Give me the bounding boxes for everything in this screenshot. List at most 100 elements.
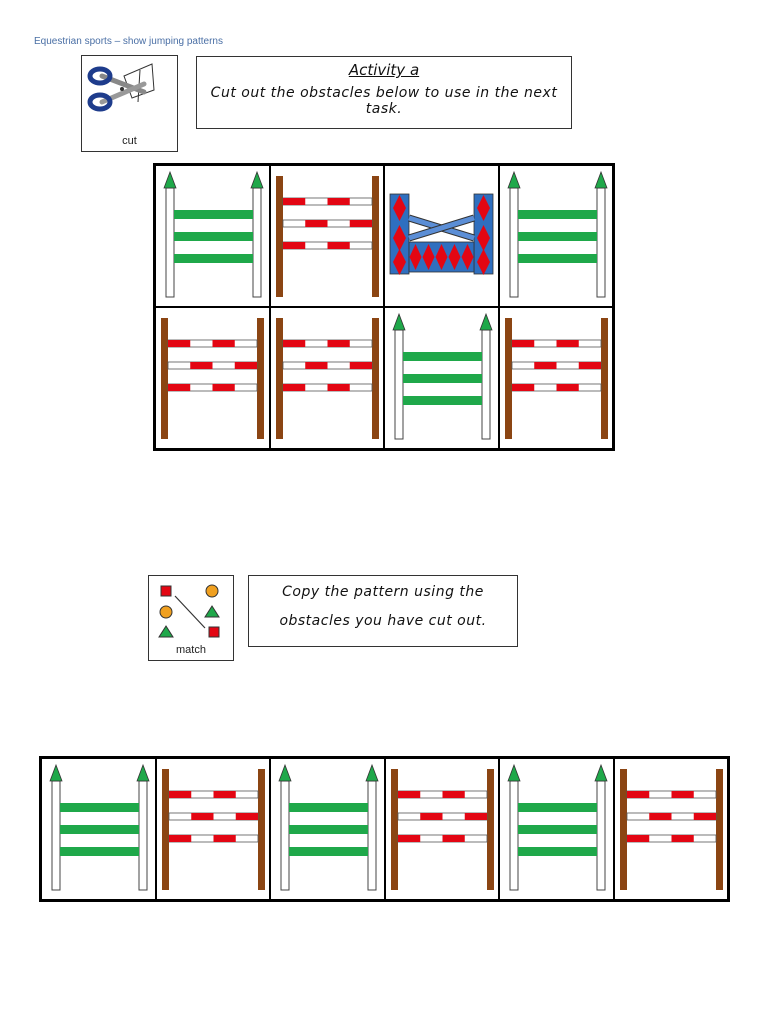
- red-rail-stripe: [304, 220, 327, 227]
- left-wooden-post: [504, 318, 512, 439]
- green-post-cap: [392, 312, 406, 331]
- red-rail-stripe: [419, 813, 442, 820]
- red-diamond: [393, 249, 406, 275]
- obstacle-card-red-white-fence: [155, 307, 270, 449]
- red-diamond: [409, 244, 422, 270]
- left-wooden-post: [390, 769, 398, 890]
- red-white-fence-icon: [275, 318, 379, 439]
- green-rail: [403, 374, 482, 383]
- pattern-row: [39, 756, 730, 902]
- red-rail-stripe: [442, 835, 465, 842]
- right-wooden-post: [257, 769, 265, 890]
- green-post-cap: [49, 763, 63, 782]
- green-rail: [517, 232, 597, 241]
- right-wooden-post: [371, 176, 379, 297]
- green-post-cap: [479, 312, 493, 331]
- green-rail: [174, 232, 253, 241]
- green-fence-icon: [506, 170, 608, 298]
- red-rail-stripe: [397, 835, 420, 842]
- obstacle-card-red-white-fence: [269, 307, 384, 449]
- red-rail-stripe: [168, 791, 191, 798]
- red-rail-stripe: [168, 384, 191, 391]
- obstacle-card-red-white-fence: [269, 165, 384, 307]
- left-white-post: [165, 187, 175, 298]
- activity-a-instruction-box: Activity a Cut out the obstacles below t…: [196, 56, 572, 129]
- red-rail-stripe: [304, 362, 327, 369]
- green-rail: [60, 825, 139, 834]
- obstacle-card-green-fence: [41, 758, 156, 900]
- right-wooden-post: [600, 318, 608, 439]
- red-rail-stripe: [190, 813, 213, 820]
- red-rail-stripe: [671, 791, 694, 798]
- left-white-post: [509, 780, 519, 891]
- activity-b-instruction-line1: Copy the pattern using the: [282, 584, 484, 600]
- obstacle-card-red-white-fence: [613, 758, 728, 900]
- green-fence-icon: [163, 170, 264, 298]
- right-white-post: [596, 187, 605, 298]
- obstacle-card-red-white-fence: [498, 307, 613, 449]
- red-rail-stripe: [234, 362, 257, 369]
- green-rail: [289, 803, 368, 812]
- scissors-icon: [87, 63, 155, 112]
- red-rail-stripe: [327, 198, 350, 205]
- obstacle-card-green-fence: [384, 307, 499, 449]
- red-rail-stripe: [626, 835, 649, 842]
- red-rail-stripe: [693, 813, 716, 820]
- red-rail-stripe: [212, 340, 235, 347]
- right-white-post: [138, 780, 148, 891]
- red-rail-stripe: [327, 242, 350, 249]
- cut-symbol-label: cut: [122, 135, 137, 147]
- red-rail-stripe: [282, 384, 305, 391]
- green-rail: [174, 210, 253, 219]
- red-rail-stripe: [327, 384, 350, 391]
- left-wooden-post: [161, 769, 169, 890]
- red-rail-stripe: [235, 813, 258, 820]
- green-rail: [289, 825, 368, 834]
- red-rail-stripe: [442, 791, 465, 798]
- right-wooden-post: [371, 318, 379, 439]
- obstacle-card-red-white-fence: [384, 758, 499, 900]
- page-header-title: Equestrian sports – show jumping pattern…: [34, 36, 223, 47]
- obstacle-card-green-fence: [499, 758, 614, 900]
- match-symbol-label: match: [176, 644, 206, 656]
- green-rail: [518, 847, 597, 856]
- left-white-post: [51, 780, 61, 891]
- green-rail: [174, 254, 253, 263]
- red-rail-stripe: [556, 340, 579, 347]
- red-diamond: [448, 244, 461, 270]
- green-rail: [60, 847, 139, 856]
- red-rail-stripe: [213, 791, 236, 798]
- right-white-post: [252, 187, 262, 298]
- green-post-cap: [594, 763, 608, 782]
- red-rail-stripe: [213, 835, 236, 842]
- obstacle-card-red-white-fence: [155, 758, 270, 900]
- green-rail: [518, 803, 597, 812]
- green-post-cap: [136, 763, 150, 782]
- green-post-cap: [593, 170, 608, 189]
- red-rail-stripe: [168, 340, 191, 347]
- red-white-fence-icon: [161, 769, 265, 890]
- red-white-fence-icon: [275, 176, 379, 297]
- right-white-post: [596, 780, 606, 891]
- red-rail-stripe: [212, 384, 235, 391]
- green-fence-icon: [278, 763, 379, 891]
- blue-red-cross-fence-icon: [389, 193, 494, 275]
- obstacle-card-green-fence: [155, 165, 270, 307]
- red-rail-stripe: [168, 835, 191, 842]
- red-diamond: [422, 244, 435, 270]
- match-shapes-icon: [158, 584, 220, 638]
- right-wooden-post: [715, 769, 723, 890]
- left-wooden-post: [619, 769, 627, 890]
- right-white-post: [481, 329, 491, 440]
- red-diamond: [477, 249, 490, 275]
- red-rail-stripe: [556, 384, 579, 391]
- green-rail: [403, 396, 482, 405]
- green-rail: [517, 254, 597, 263]
- red-rail-stripe: [282, 340, 305, 347]
- green-rail: [518, 825, 597, 834]
- right-wooden-post: [257, 318, 264, 439]
- activity-b-instruction-line2: obstacles you have cut out.: [279, 613, 487, 629]
- green-rail: [289, 847, 368, 856]
- match-symbol-card: match: [148, 575, 234, 661]
- obstacles-grid: [153, 163, 615, 451]
